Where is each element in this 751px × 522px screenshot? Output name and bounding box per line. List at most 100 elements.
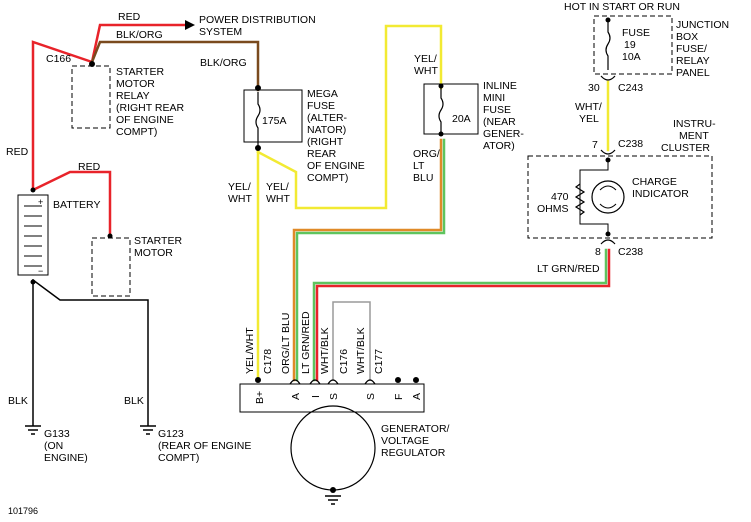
org-lt-blu-label-c: BLU	[413, 172, 433, 184]
resistor-label-1: 470	[551, 191, 569, 203]
wht-blk-label-2: WHT/BLK	[355, 327, 367, 374]
mega-fuse-label-4: NATOR)	[307, 124, 346, 136]
diagram-reference-number: 101796	[8, 506, 38, 516]
mini-fuse-rating: 20A	[452, 113, 471, 125]
c166-label: C166	[46, 53, 71, 65]
lt-grn-red-red-trace	[315, 248, 611, 382]
relay-label-4: (RIGHT REAR	[116, 102, 184, 114]
junction-label-2: BOX	[676, 31, 698, 43]
yel-wht-gen-label: YEL/WHT	[244, 327, 256, 374]
starter-relay-box	[71, 65, 111, 129]
b-plus-terminal-dot	[255, 377, 261, 383]
c176-label: C176	[338, 349, 350, 374]
battery-minus-sign: −	[38, 266, 43, 276]
mini-fuse-label-1: INLINE	[483, 80, 517, 92]
terminal-a2: A	[411, 393, 423, 400]
power-distribution-label-1: POWER DISTRIBUTION	[199, 14, 316, 26]
fuse-19-label-1: FUSE	[622, 27, 650, 39]
yel-wht-label-mini-b: WHT	[414, 65, 438, 77]
mega-fuse-label-7: OF ENGINE	[307, 160, 365, 172]
c178-label: C178	[262, 349, 274, 374]
terminal-s1: S	[328, 393, 340, 400]
terminal-i: I	[310, 395, 322, 398]
power-distribution-arrow-icon	[185, 20, 195, 30]
mini-fuse-element-icon	[438, 88, 444, 132]
battery-positive-node	[30, 187, 36, 193]
resistor-branch	[579, 160, 609, 234]
blk-org-label-top: BLK/ORG	[116, 29, 163, 41]
pin-8-label: 8	[595, 246, 601, 258]
junction-label-5: PANEL	[676, 67, 710, 79]
mega-fuse-bottom-dot	[255, 145, 261, 151]
mini-fuse-bottom-dot	[438, 131, 444, 137]
starter-motor-box	[91, 237, 131, 297]
mini-fuse-label-5: GENER-	[483, 128, 524, 140]
org-lt-blu-green-trace	[295, 138, 446, 382]
instrument-cluster-box	[527, 155, 713, 239]
generator-terminal-block	[239, 383, 425, 413]
blk-label-2: BLK	[124, 395, 144, 407]
g123-label-3: COMPT)	[158, 452, 199, 464]
fuse19-top-dot	[605, 17, 611, 23]
c238-bottom-connector-icon	[600, 239, 616, 245]
lt-grn-red-cluster-label: LT GRN/RED	[537, 263, 600, 275]
generator-circle-icon	[290, 405, 376, 491]
red-wire-relay-to-battery	[31, 40, 94, 192]
yel-wht-label-2b: WHT	[266, 193, 290, 205]
mega-fuse-label-5: (RIGHT	[307, 136, 344, 148]
junction-label-3: FUSE/	[676, 43, 707, 55]
fuse-19-label-2: 19	[624, 39, 636, 51]
org-lt-blu-gen-label: ORG/LT BLU	[280, 313, 292, 374]
g133-label-1: G133	[44, 428, 70, 440]
org-lt-blu-label-a: ORG/	[413, 148, 440, 160]
mega-fuse-label-1: MEGA	[307, 88, 338, 100]
lamp-filament-icon	[599, 185, 617, 209]
mega-fuse-label-2: FUSE	[307, 100, 335, 112]
c238-top-connector-icon	[600, 149, 616, 155]
battery-negative-node	[30, 279, 36, 285]
blk-org-label-mega: BLK/ORG	[200, 57, 247, 69]
mini-fuse-label-4: (NEAR	[483, 116, 516, 128]
generator-label-2: VOLTAGE	[381, 435, 429, 447]
yel-wht-label-1a: YEL/	[228, 181, 251, 193]
c238-bottom-label: C238	[618, 246, 643, 258]
ground-g133-icon	[25, 425, 41, 435]
generator-label-1: GENERATOR/	[381, 423, 450, 435]
mega-fuse-top-dot	[255, 85, 261, 91]
terminal-a: A	[290, 393, 302, 400]
terminal-s2: S	[365, 393, 377, 400]
charge-indicator-label-2: INDICATOR	[632, 188, 689, 200]
org-lt-blu-wire	[292, 138, 443, 382]
wht-blk-loop-wire	[332, 301, 371, 381]
yel-wht-label-2a: YEL/	[266, 181, 289, 193]
junction-box-fuse-panel	[593, 15, 673, 75]
blk-ground-wire-g123	[31, 278, 149, 426]
battery-label: BATTERY	[53, 199, 100, 211]
g133-label-2: (ON	[44, 440, 63, 452]
pin-30-label: 30	[588, 82, 600, 94]
starter-motor-label-1: STARTER	[134, 235, 182, 247]
resistor-470-ohm-icon	[574, 183, 586, 216]
mini-fuse-box	[423, 83, 479, 135]
terminal-b-plus: B+	[254, 391, 266, 404]
wht-blk-label-1: WHT/BLK	[319, 327, 331, 374]
f-terminal-dot	[395, 377, 401, 383]
yel-wht-wire-to-mini-fuse	[256, 24, 443, 210]
yel-wht-label-1b: WHT	[228, 193, 252, 205]
battery-plus-sign: +	[38, 197, 43, 207]
mega-fuse-rating: 175A	[262, 115, 287, 127]
starter-connector-dot	[107, 233, 113, 239]
generator-ground-icon	[325, 495, 341, 505]
generator-ground-dot	[330, 487, 336, 493]
red-wire-label-left: RED	[6, 146, 29, 158]
battery-symbol	[17, 194, 49, 276]
s-terminal-connector-icon	[327, 379, 339, 385]
ground-g123-icon	[140, 425, 156, 435]
resistor-label-2: OHMS	[537, 203, 569, 215]
cluster-label-3: CLUSTER	[661, 142, 710, 154]
lt-grn-red-gen-label: LT GRN/RED	[300, 311, 312, 374]
g133-label-3: ENGINE)	[44, 452, 88, 464]
blk-org-wire	[90, 40, 260, 92]
fuse-19-label-3: 10A	[622, 51, 641, 63]
